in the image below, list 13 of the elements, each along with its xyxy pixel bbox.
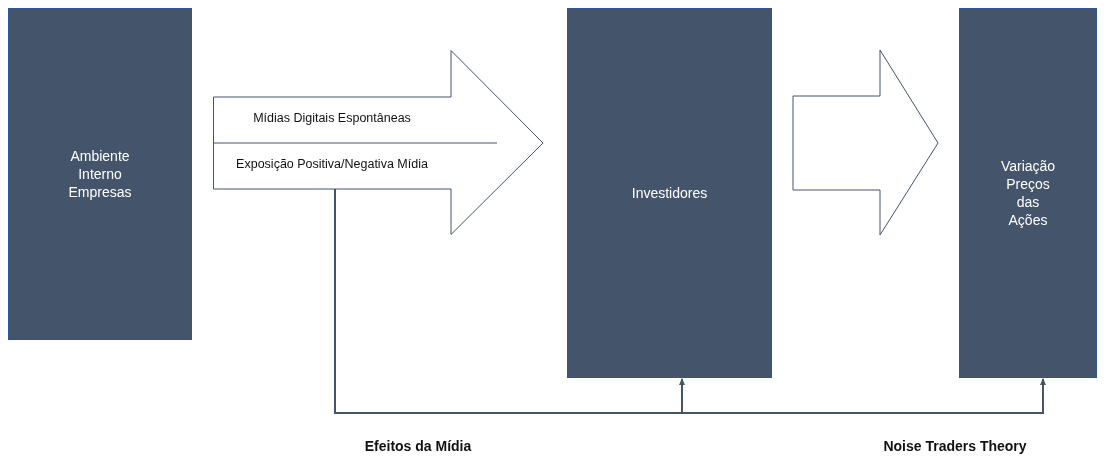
caption-label: Efeitos da Mídia — [364, 438, 472, 454]
block-arrow — [792, 49, 939, 236]
process-box — [567, 8, 772, 378]
box-label: Variação Preços das Ações — [999, 156, 1057, 230]
process-box — [8, 8, 192, 340]
connector-arrow — [334, 188, 1046, 414]
process-box — [959, 8, 1097, 378]
arrow-shaped-panel — [213, 50, 544, 235]
box-label: Ambiente Interno Empresas — [67, 146, 133, 202]
caption-label: Noise Traders Theory — [883, 438, 1027, 454]
arrow-label: Mídias Digitais Espontâneas — [252, 111, 412, 125]
box-label: Investidores — [631, 183, 708, 203]
arrow-label: Exposição Positiva/Negativa Mídia — [235, 157, 429, 171]
